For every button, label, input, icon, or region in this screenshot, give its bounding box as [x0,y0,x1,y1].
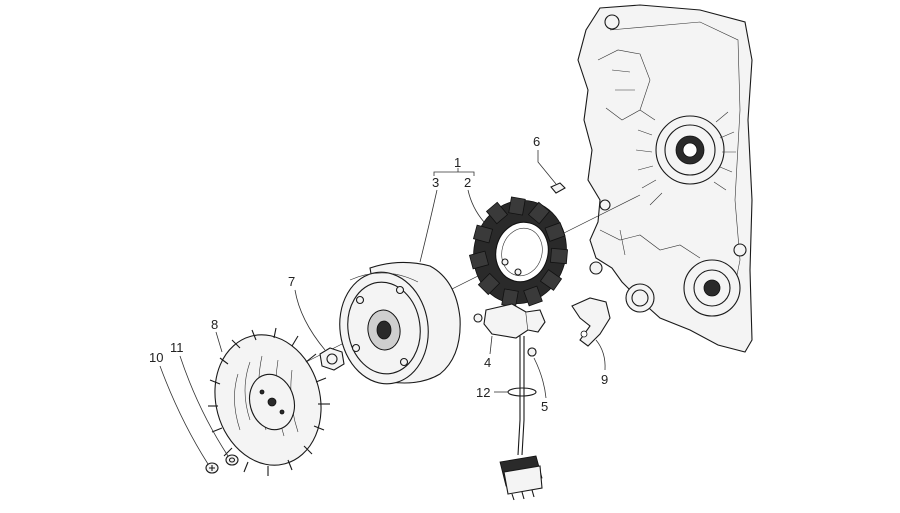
callout-6: 6 [533,134,540,149]
part-woodruff-key [550,182,566,194]
callout-12: 12 [476,385,490,400]
callout-4: 4 [484,355,491,370]
callout-8: 8 [211,317,218,332]
part-washer [225,454,239,466]
leader-lines [159,150,606,465]
part-pickup-bracket [473,303,546,501]
callout-1: 1 [454,155,461,170]
part-nut [319,347,345,371]
callout-5: 5 [541,399,548,414]
callout-2: 2 [464,175,471,190]
callout-7: 7 [288,274,295,289]
callout-labels: 1 2 3 4 5 6 7 8 9 10 11 12 [149,134,608,414]
callout-10: 10 [149,350,163,365]
part-flywheel [339,261,461,385]
part-screw-small [527,347,537,357]
part-cooling-fan [208,327,330,476]
callout-9: 9 [601,372,608,387]
part-screw [205,462,219,474]
callout-11: 11 [170,340,184,355]
part-stator [468,196,569,308]
callout-3: 3 [432,175,439,190]
crankcase [577,4,753,353]
part-bracket [571,297,611,347]
